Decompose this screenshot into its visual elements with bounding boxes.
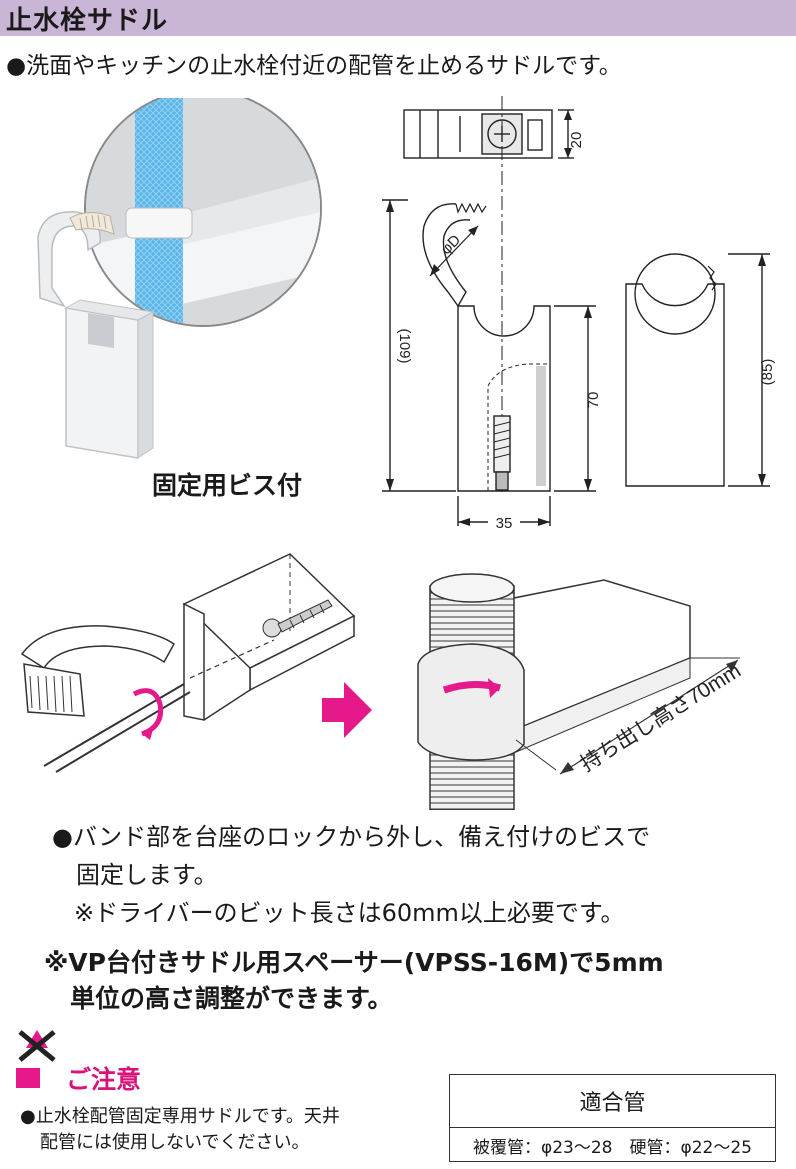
dim-base-width: 35 <box>496 515 513 532</box>
header-bar: 止水栓サドル <box>0 0 796 36</box>
spacer-note: ※VP台付きサドル用スペーサー(VPSS-16M)で5mm 単位の高さ調整ができ… <box>44 945 664 1017</box>
usage-note-3: ※ドライバーのビット長さは60mm以上必要です。 <box>74 899 625 927</box>
usage-note-1: ●バンド部を台座のロックから外し、備え付けのビスで <box>52 823 651 851</box>
caution-line-2: 配管には使用しないでください。 <box>40 1132 310 1153</box>
compatible-pipe-table: 適合管 被覆管：φ23～28 硬管：φ22～25 <box>449 1074 776 1162</box>
step-arrow-icon <box>322 682 372 738</box>
dim-diameter: φD <box>438 231 465 258</box>
table-header: 適合管 <box>450 1075 775 1128</box>
dim-overall-height: (109) <box>396 328 413 363</box>
caution-text: ●止水栓配管固定専用サドルです。天井 配管には使用しないでください。 <box>20 1104 340 1156</box>
caution-title: ご注意 <box>66 1065 142 1094</box>
install-step-screw <box>20 553 356 773</box>
dim-base-height: 70 <box>585 392 602 409</box>
usage-notes: ●バンド部を台座のロックから外し、備え付けのビスで 固定します。 ※ドライバーの… <box>52 818 650 932</box>
table-cell: 被覆管：φ23～28 硬管：φ22～25 <box>473 1137 752 1158</box>
caution-line-1: ●止水栓配管固定専用サドルです。天井 <box>20 1106 340 1127</box>
technical-drawing: 20 φD (109) 70 35 (85) <box>382 96 776 532</box>
usage-note-2: 固定します。 <box>76 861 218 889</box>
dim-side-height: (85) <box>759 359 776 386</box>
intro-text: ●洗面やキッチンの止水栓付近の配管を止めるサドルです。 <box>6 53 622 79</box>
product-caption: 固定用ビス付 <box>152 471 303 500</box>
install-step-mounted: 持ち出し高さ70mm <box>417 573 745 810</box>
spacer-note-2: 単位の高さ調整ができます。 <box>70 984 393 1013</box>
page-title: 止水栓サドル <box>6 5 169 36</box>
spacer-note-1: ※VP台付きサドル用スペーサー(VPSS-16M)で5mm <box>44 948 664 977</box>
dim-top-width: 20 <box>568 132 585 149</box>
caution-icon <box>16 1030 56 1088</box>
product-photo <box>37 98 322 459</box>
